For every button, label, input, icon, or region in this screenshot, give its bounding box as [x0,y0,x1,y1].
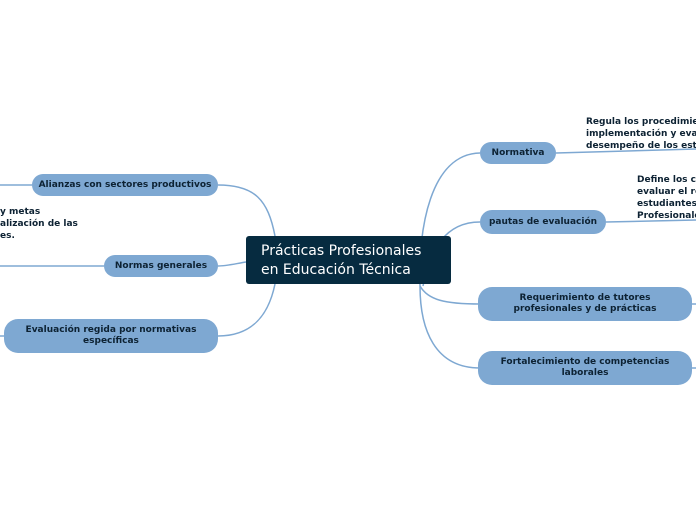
link-normas [217,261,247,267]
note-pautas: Define los cri evaluar el re estudiantes… [637,174,696,222]
node-requerimiento-tutores[interactable]: Requerimiento de tutores profesionales y… [478,287,692,321]
node-evaluacion-line2: específicas [83,336,139,346]
note-line: implementación y evalu [586,129,696,139]
node-alianzas[interactable]: Alianzas con sectores productivos [32,174,218,196]
note-line: y metas [0,207,41,217]
note-line: es. [0,231,15,241]
node-normativa-label: Normativa [491,147,545,158]
central-title-line2: en Educación Técnica [261,262,411,278]
node-evaluacion-line1: Evaluación regida por normativas [25,325,197,335]
node-competencias-line2: laborales [561,368,609,378]
note-line: alización de las [0,219,78,229]
link-alianzas [217,184,276,237]
node-normas-label: Normas generales [114,260,208,271]
leader-pautas [605,219,696,223]
node-competencias-line1: Fortalecimiento de competencias [500,357,670,367]
note-normas: y metas alización de las es. [0,206,78,242]
note-normativa: Regula los procedimien implementación y … [586,116,696,152]
central-topic[interactable]: Prácticas Profesionales en Educación Téc… [246,236,451,284]
node-tutores-line2: profesionales y de prácticas [513,304,657,314]
node-tutores-line1: Requerimiento de tutores [519,293,651,303]
node-pautas-evaluacion[interactable]: pautas de evaluación [480,210,606,234]
note-line: Profesionales [637,211,696,221]
node-normativa[interactable]: Normativa [480,142,556,164]
note-line: evaluar el re [637,187,696,197]
link-evaluacion [217,283,276,337]
node-fortalecimiento-competencias[interactable]: Fortalecimiento de competencias laborale… [478,351,692,385]
link-tutores [419,285,481,305]
note-line: Regula los procedimien [586,117,696,127]
link-competencias [419,285,481,369]
central-title-line1: Prácticas Profesionales [261,243,422,259]
node-evaluacion-normativas[interactable]: Evaluación regida por normativas específ… [4,319,218,353]
leader-normativa [555,148,696,154]
node-normas-generales[interactable]: Normas generales [104,255,218,277]
note-line: estudiantes d [637,199,696,209]
node-pautas-label: pautas de evaluación [488,216,598,227]
note-line: desempeño de los estu [586,141,696,151]
note-line: Define los cri [637,175,696,185]
node-alianzas-label: Alianzas con sectores productivos [38,179,212,190]
